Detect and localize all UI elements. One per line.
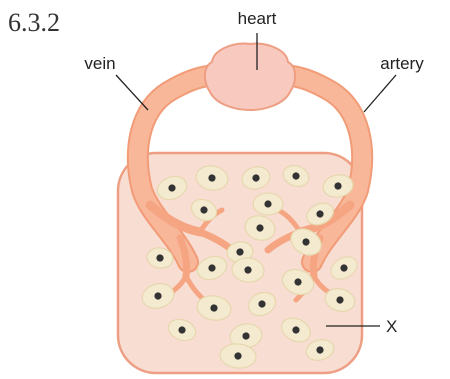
tissue-label: X [386, 317, 397, 336]
vein-label: vein [84, 54, 115, 73]
vein-leader [116, 75, 148, 110]
cell [253, 193, 283, 215]
cell-nucleus [264, 200, 271, 207]
heart-label: heart [238, 9, 277, 28]
heart-shape [205, 44, 295, 110]
artery-label: artery [380, 54, 424, 73]
artery-leader [364, 75, 396, 112]
